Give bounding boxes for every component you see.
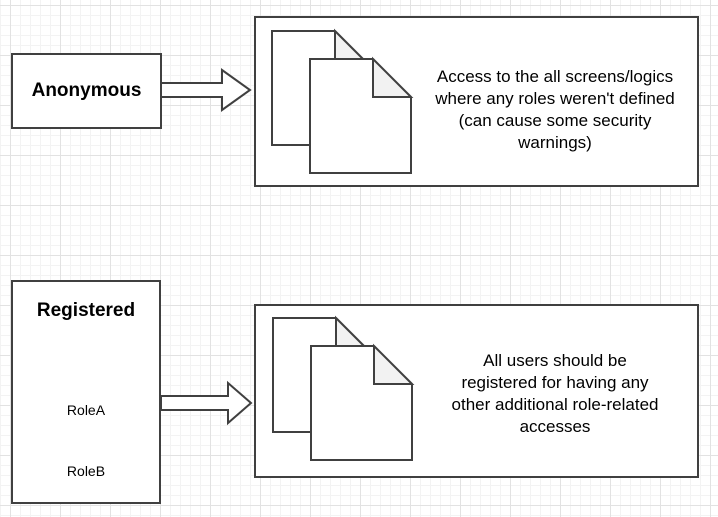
anonymous-access-text: Access to the all screens/logics where a… <box>427 66 683 154</box>
shape-registered[interactable]: Registered RoleA RoleB <box>11 280 161 504</box>
text-line: Access to the all screens/logics <box>436 67 674 86</box>
text-line: All users should be <box>483 351 627 370</box>
registered-label: Registered <box>36 300 136 321</box>
registered-access-text: All users should be registered for havin… <box>427 350 683 438</box>
registered-to-access-arrow-icon[interactable] <box>159 380 253 426</box>
anonymous-label: Anonymous <box>31 80 142 101</box>
documents-icon[interactable] <box>270 28 414 175</box>
anonymous-to-access-arrow-icon[interactable] <box>160 68 252 113</box>
text-line: accesses <box>519 417 591 436</box>
role-a-label: RoleA <box>66 402 106 418</box>
text-line: warnings) <box>518 133 592 152</box>
text-line: registered for having any <box>461 373 649 392</box>
text-line: (can cause some security <box>458 111 652 130</box>
role-b-label: RoleB <box>66 463 106 479</box>
documents-icon[interactable] <box>271 315 415 462</box>
shape-anonymous[interactable]: Anonymous <box>11 53 162 129</box>
text-line: other additional role-related <box>451 395 659 414</box>
text-line: where any roles weren't defined <box>435 89 675 108</box>
